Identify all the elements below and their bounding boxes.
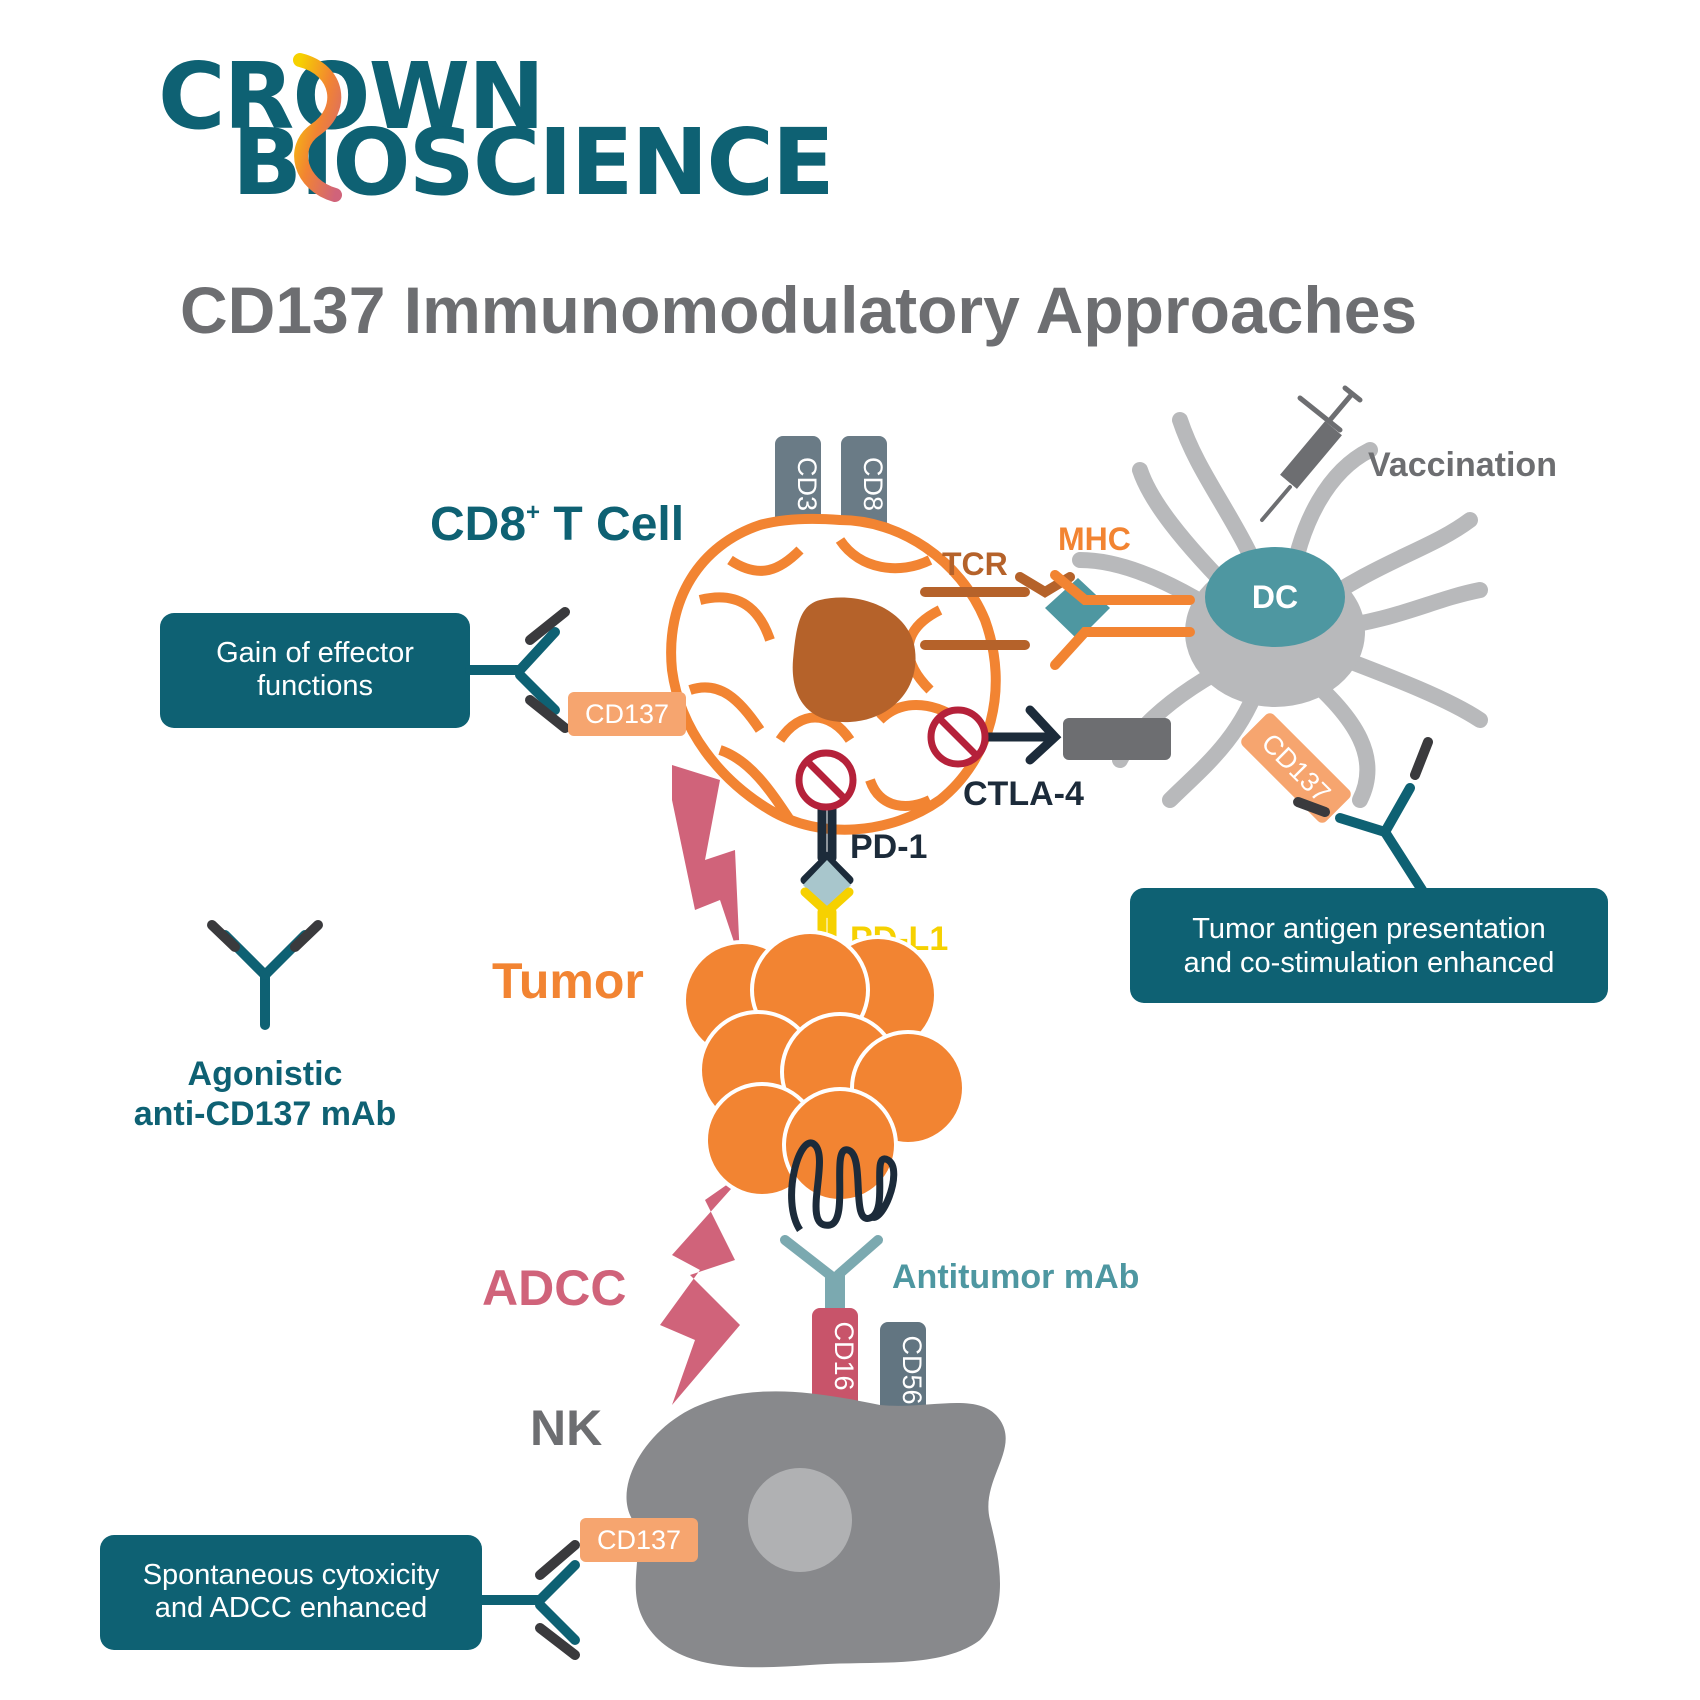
effector-functions-box: Gain of effector functions (160, 613, 470, 728)
tumor-antigen (788, 1139, 898, 1232)
cd16-receptor: CD16 (812, 1308, 859, 1418)
cd56-receptor: CD56 (880, 1322, 927, 1432)
cd137-tcell-tag: CD137 (568, 692, 686, 736)
cd137-nk-label: CD137 (597, 1525, 681, 1555)
vaccination-label: Vaccination (1368, 446, 1557, 484)
adcc-lightning-icon (660, 1170, 748, 1405)
pd1-label: PD-1 (850, 828, 927, 866)
nk-box-line2: and ADCC enhanced (155, 1592, 427, 1624)
cd8-label: CD8 (858, 457, 888, 511)
dc-label: DC (1252, 579, 1298, 615)
antigen-box-line1: Tumor antigen presentation (1192, 913, 1546, 945)
cd8-receptor: CD8 (841, 436, 888, 540)
cd137-tcell-label: CD137 (585, 699, 669, 729)
dc-nucleus (1205, 547, 1345, 647)
cd137-dc-tag: CD137 (1241, 713, 1351, 823)
tumor-label: Tumor (492, 953, 644, 1009)
effector-box-line1: Gain of effector (216, 637, 414, 669)
t-cell-nucleus (792, 597, 916, 723)
cd56-label: CD56 (897, 1335, 927, 1404)
nk-enhancement-box: Spontaneous cytoxicity and ADCC enhanced (100, 1535, 482, 1650)
tcr-label: TCR (942, 546, 1008, 582)
agonistic-mab-icon (207, 920, 323, 1030)
tumor-cluster (682, 930, 966, 1203)
dc-agonist-antibody (1293, 737, 1433, 895)
tcell-tumor-lightning-icon (672, 765, 740, 960)
agonistic-label-line2: anti-CD137 mAb (134, 1095, 397, 1133)
logo-swirl (293, 53, 342, 202)
cd3-label: CD3 (792, 457, 822, 511)
mhc-label: MHC (1058, 521, 1131, 557)
effector-box-line2: functions (257, 670, 373, 702)
nk-cell (626, 1391, 1006, 1668)
antitumor-mab-label: Antitumor mAb (892, 1258, 1139, 1296)
logo-line1: CROWN (158, 43, 543, 150)
pd1-receptor (800, 803, 854, 885)
page-title: CD137 Immunomodulatory Approaches (180, 273, 1417, 347)
nk-box-line1: Spontaneous cytoxicity (143, 1559, 440, 1591)
dendritic-cell: DC (1072, 412, 1488, 808)
cd137-nk-tag: CD137 (580, 1518, 698, 1562)
crown-bioscience-logo: CROWN BIOSCIENCE (158, 43, 835, 216)
cd8-t-cell (666, 513, 1001, 835)
pd1-block-icon (795, 749, 857, 811)
antigen-box-line2: and co-stimulation enhanced (1184, 947, 1555, 979)
nk-label: NK (530, 1400, 602, 1456)
cd16-label: CD16 (829, 1321, 859, 1390)
ctla4-ligand (1063, 718, 1171, 760)
tcell-agonist-antibody (465, 607, 570, 733)
agonistic-label-line1: Agonistic (188, 1055, 343, 1093)
ctla4-block-icon (927, 706, 989, 768)
syringe-icon (1260, 385, 1363, 522)
t-cell-label: CD8+ T Cell (430, 498, 684, 551)
ctla4-label: CTLA-4 (963, 775, 1084, 813)
antigen-presentation-box: Tumor antigen presentation and co-stimul… (1130, 888, 1608, 1003)
nk-nucleus (748, 1468, 852, 1572)
t-cell-membrane-folds (688, 537, 963, 823)
mhc-complex (1045, 570, 1195, 670)
nk-agonist-antibody (477, 1540, 580, 1660)
adcc-label: ADCC (482, 1260, 626, 1316)
